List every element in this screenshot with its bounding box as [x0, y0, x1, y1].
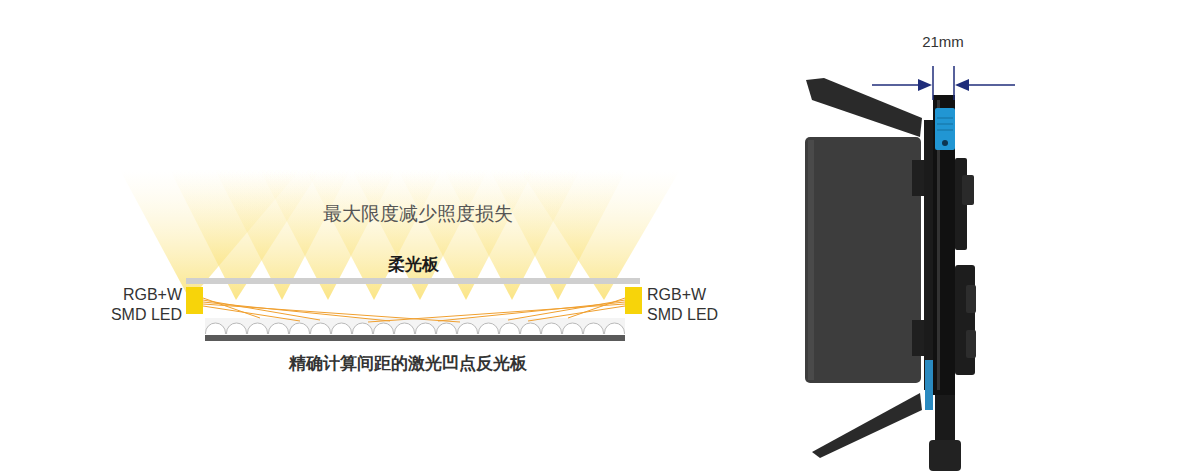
dimension-marker: [872, 66, 1015, 100]
led-chip: [625, 287, 642, 314]
diffuser-bar: [186, 278, 640, 284]
beam-note: 最大限度减少照度损失: [323, 202, 513, 226]
reflector-dimples: [205, 318, 625, 334]
reflector-label: 精确计算间距的激光凹点反光板: [289, 353, 527, 374]
light-beams: [120, 170, 680, 300]
dimension-label: 21mm: [922, 33, 964, 52]
reflector-plate: [205, 335, 625, 341]
light-panel-side-view: [805, 78, 976, 471]
diffuser-label: 柔光板: [388, 254, 439, 275]
led-label: RGB+W SMD LED: [100, 285, 182, 325]
led-label: RGB+W SMD LED: [647, 285, 737, 325]
led-chip: [186, 287, 203, 314]
light-rays: [203, 298, 625, 322]
